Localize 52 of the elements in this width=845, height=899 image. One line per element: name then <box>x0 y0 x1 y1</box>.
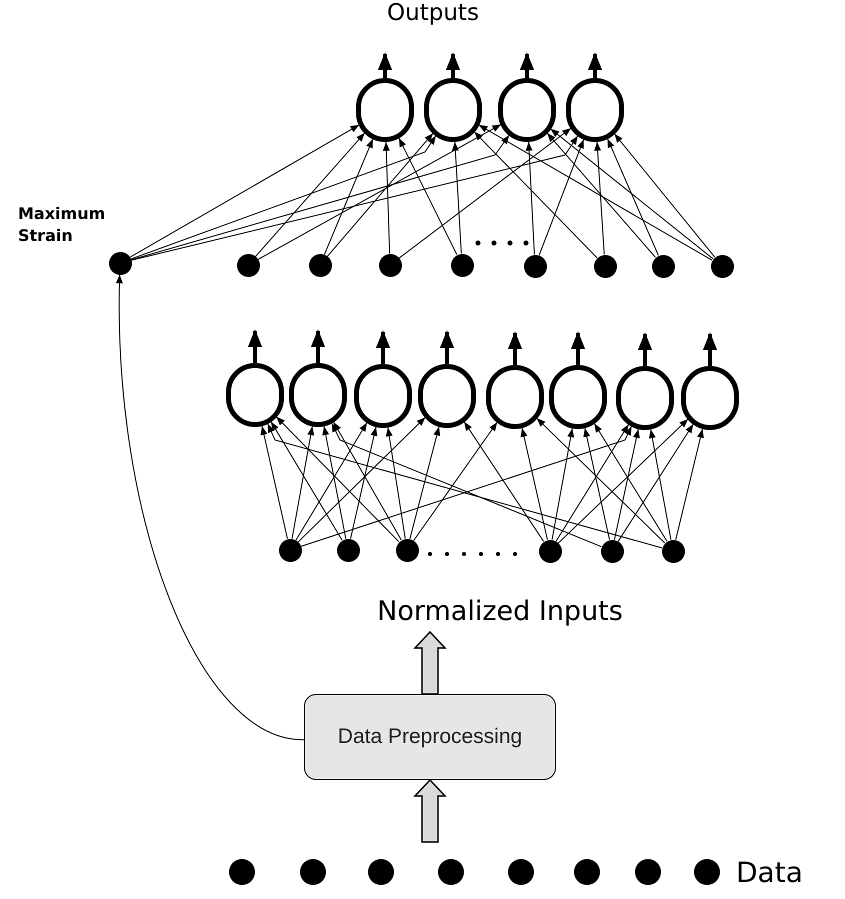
arrow <box>638 332 652 366</box>
arrow <box>588 52 602 78</box>
arrow <box>292 426 314 540</box>
arrow <box>327 132 434 257</box>
block-arrow <box>413 630 447 695</box>
arrow <box>130 134 510 260</box>
arrow <box>614 133 716 258</box>
arrow <box>550 128 714 260</box>
arrow <box>382 141 390 254</box>
arrow <box>474 131 598 258</box>
arrow <box>130 135 578 261</box>
layer-label: Outputs <box>386 0 480 26</box>
arrow <box>546 132 656 258</box>
node-caption: Maximum Strain <box>18 203 104 247</box>
arrow <box>508 331 522 365</box>
arrow <box>248 329 262 363</box>
arrow <box>675 428 704 540</box>
arrow <box>648 428 672 540</box>
layer-label: Normalized Inputs <box>376 595 624 629</box>
arrow <box>558 418 689 544</box>
arrow <box>618 424 694 542</box>
arrow <box>520 52 534 78</box>
arrow <box>702 332 718 366</box>
arrow <box>594 141 605 256</box>
arrow <box>520 428 548 540</box>
arrow <box>260 426 288 540</box>
arrow <box>614 428 640 540</box>
arrow <box>552 428 574 540</box>
arrow <box>276 416 400 542</box>
layer-label: Data <box>736 855 804 891</box>
arrow <box>464 421 544 542</box>
arrow <box>413 422 498 542</box>
arrow <box>440 330 454 364</box>
arrow <box>386 427 406 540</box>
arrow <box>446 52 460 78</box>
arrow <box>298 416 426 542</box>
arrow <box>526 141 535 256</box>
arrow <box>583 428 610 540</box>
arrow <box>536 418 666 544</box>
arrow <box>376 330 390 364</box>
arrow <box>350 426 378 540</box>
arrow <box>570 331 586 365</box>
arrow <box>322 426 346 540</box>
process-box: Data Preprocessing <box>304 694 556 780</box>
arrow <box>378 52 392 78</box>
arrow <box>310 329 326 363</box>
arrow <box>116 274 304 740</box>
arrow <box>452 141 462 254</box>
block-arrow <box>413 778 447 843</box>
arrow <box>409 426 440 540</box>
arrow <box>130 135 436 260</box>
arrow <box>255 132 366 257</box>
